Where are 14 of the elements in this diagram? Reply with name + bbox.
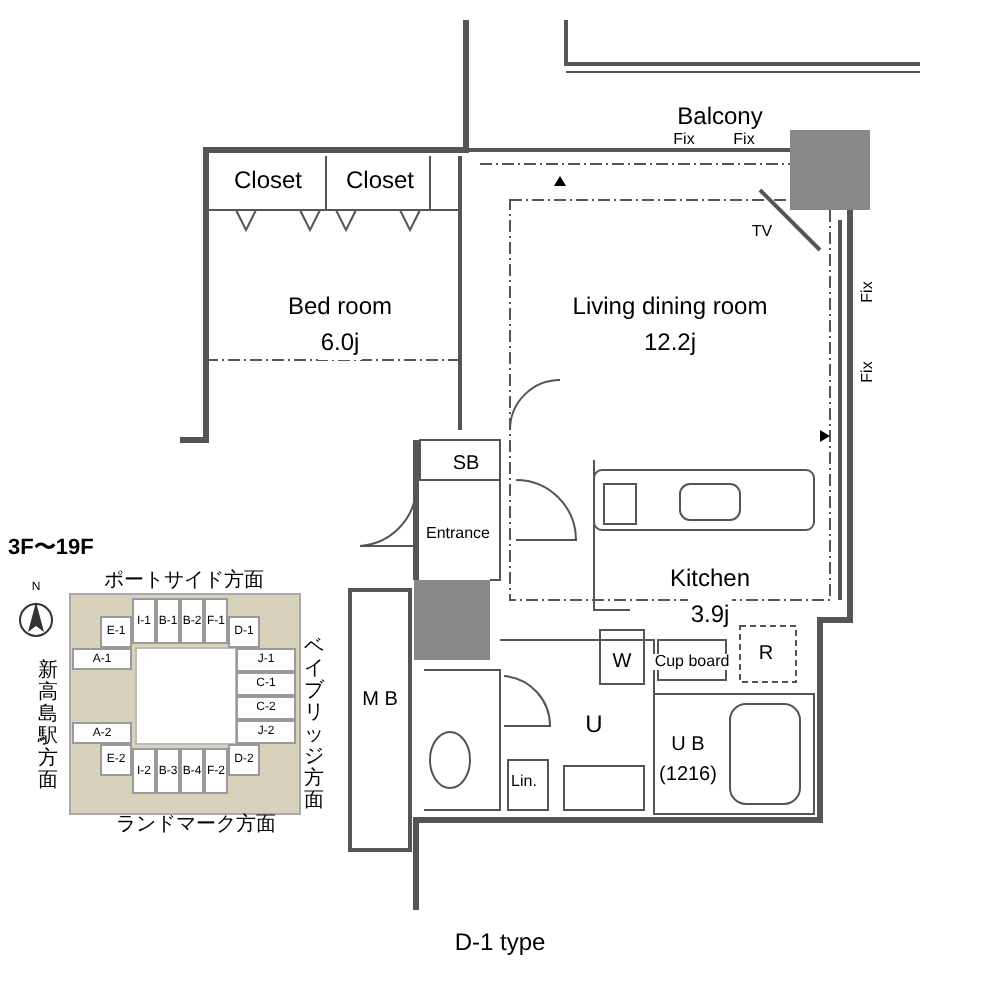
direction-label: ベイブリッジ方面 [304,636,324,812]
plan-label: TV [751,220,773,244]
room-area-label: (1216) [657,760,719,790]
room-label: Cup board [652,654,732,670]
plan-label: Fix [856,281,878,303]
plan-label: 3F〜19F [8,534,94,564]
direction-label: 新高島駅方面 [38,660,58,792]
caption: D-1 type [454,926,546,960]
direction-label: ポートサイド方面 [104,567,264,596]
plan-label: Fix [673,129,695,152]
plan-label: Fix [856,361,878,383]
direction-label: ランドマーク方面 [116,811,276,840]
plan-label: Fix [733,129,755,152]
room-area-label: 3.9j [688,596,732,632]
